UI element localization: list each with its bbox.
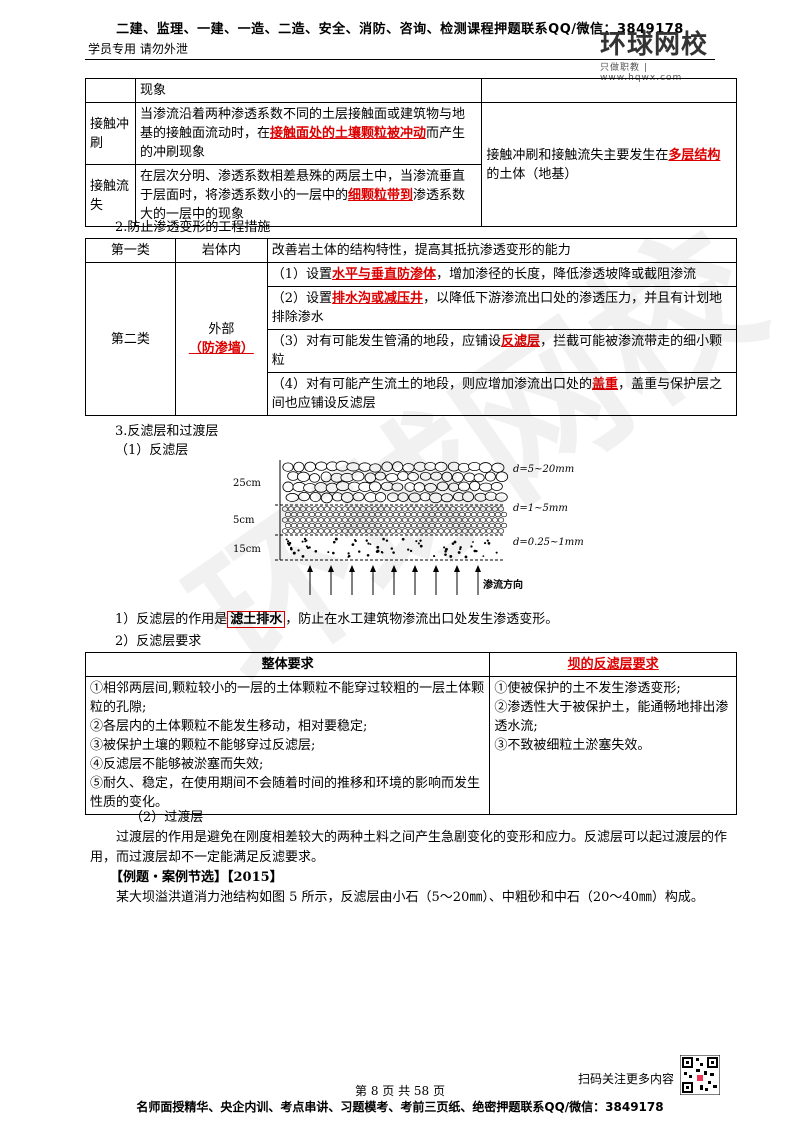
layer1-grain-size: d=5~20mm — [513, 464, 574, 475]
coarse-gravel-layer — [282, 460, 509, 504]
layer3-grain-size: d=0.25~1mm — [513, 537, 584, 548]
table-row: ①相邻两层间,颗粒较小的一层的土体颗粒不能穿过较粗的一层土体颗粒的孔隙; ②各层… — [84, 676, 737, 815]
seepage-arrows — [307, 565, 481, 595]
table-row: 现象 — [85, 78, 737, 103]
example-title: 【例题・案例节选】【2015】 — [110, 870, 283, 885]
table-row: 第二类 外部（防渗墙） （1）设置水平与垂直防渗体，增加渗径的长度，降低渗透坡降… — [85, 262, 738, 416]
subsection-filter-title: （1）反滤层 — [115, 443, 189, 458]
logo: 环球网校 只做职教 | www.hqwx.com — [600, 30, 730, 83]
header-note: 学员专用 请勿外泄 — [88, 42, 188, 56]
table-row: （4）对有可能产生流土的地段，则应增加渗流出口处的盖重，盖重与保护层之间也应铺设… — [86, 372, 738, 416]
seepage-direction-label: 渗流方向 — [483, 578, 523, 591]
table-row: 接触流失 在层次分明、渗透系数相差悬殊的两层土中，当渗流垂直于层面时，将渗透系数… — [85, 164, 737, 227]
section2-title: 2.防止渗透变形的工程措施 — [115, 220, 271, 235]
filter-requirements-title: 2）反滤层要求 — [115, 634, 202, 649]
table-row: 第一类 岩体内 改善岩土体的结构特性，提高其抵抗渗透变形的能力 — [85, 238, 738, 263]
header-contact-line: 二建、监理、一建、一造、二造、安全、消防、咨询、检测课程押题联系QQ/微信：38… — [116, 22, 684, 37]
highlight-box: 滤土排水 — [227, 611, 286, 628]
qr-code-icon[interactable] — [680, 1055, 720, 1095]
footer-contact-line: 名师面授精华、央企内训、考点串讲、习题模考、考前三页纸、绝密押题联系QQ/微信：… — [136, 1100, 664, 1114]
layer1-thickness: 25cm — [233, 478, 261, 489]
subsection-transition-title: （2）过渡层 — [130, 810, 204, 825]
table-row: 整体要求 坝的反滤层要求 — [84, 652, 737, 677]
page-number: 第 8 页 共 58 页 — [355, 1084, 445, 1098]
layer3-thickness: 15cm — [233, 544, 261, 555]
example-paragraph: 某大坝溢洪道消力池结构如图 5 所示，反滤层由小石（5～20㎜）、中粗砂和中石（… — [116, 890, 704, 905]
layer2-grain-size: d=1~5mm — [513, 503, 568, 514]
table-row: 接触冲刷 当渗流沿着两种渗透系数不同的土层接触面或建筑物与地基的接触面流动时，在… — [85, 102, 737, 227]
table-row: （2）设置排水沟或减压井，以降低下游渗流出口处的渗透压力，并且有计划地排除渗水 — [86, 286, 738, 330]
layer2-thickness: 5cm — [233, 515, 255, 526]
filter-requirements-table: 整体要求 坝的反滤层要求 ①相邻两层间,颗粒较小的一层的土体颗粒不能穿过较粗的一… — [84, 652, 737, 815]
qr-caption: 扫码关注更多内容 — [578, 1072, 675, 1086]
section3-title: 3.反滤层和过渡层 — [115, 424, 219, 439]
seepage-phenomena-table: 现象 接触冲刷 当渗流沿着两种渗透系数不同的土层接触面或建筑物与地基的接触面流动… — [85, 78, 737, 227]
contact-note-cell: 接触冲刷和接触流失主要发生在多层结构的土体（地基） — [481, 102, 737, 227]
logo-text: 环球网校 — [600, 30, 709, 60]
table-row: （3）对有可能发生管涌的地段，应铺设反滤层，拦截可能被渗流带走的细小颗粒 — [86, 329, 738, 373]
filter-function: 1）反滤层的作用是滤土排水，防止在水工建筑物渗流出口处发生渗透变形。 — [115, 611, 559, 628]
transition-paragraph: 过渡层的作用是避免在刚度相差较大的两种土料之间产生急剧变化的变形和应力。反滤层可… — [90, 830, 728, 865]
measures-table: 第一类 岩体内 改善岩土体的结构特性，提高其抵抗渗透变形的能力 第二类 外部（防… — [85, 238, 738, 416]
sand-layer — [285, 537, 498, 559]
filter-layer-figure: 25cm 5cm 15cm d=5~20mm d=1~5mm d=0.25~1m… — [233, 460, 584, 595]
header-divider — [85, 59, 715, 60]
fine-gravel-layer — [281, 506, 508, 534]
